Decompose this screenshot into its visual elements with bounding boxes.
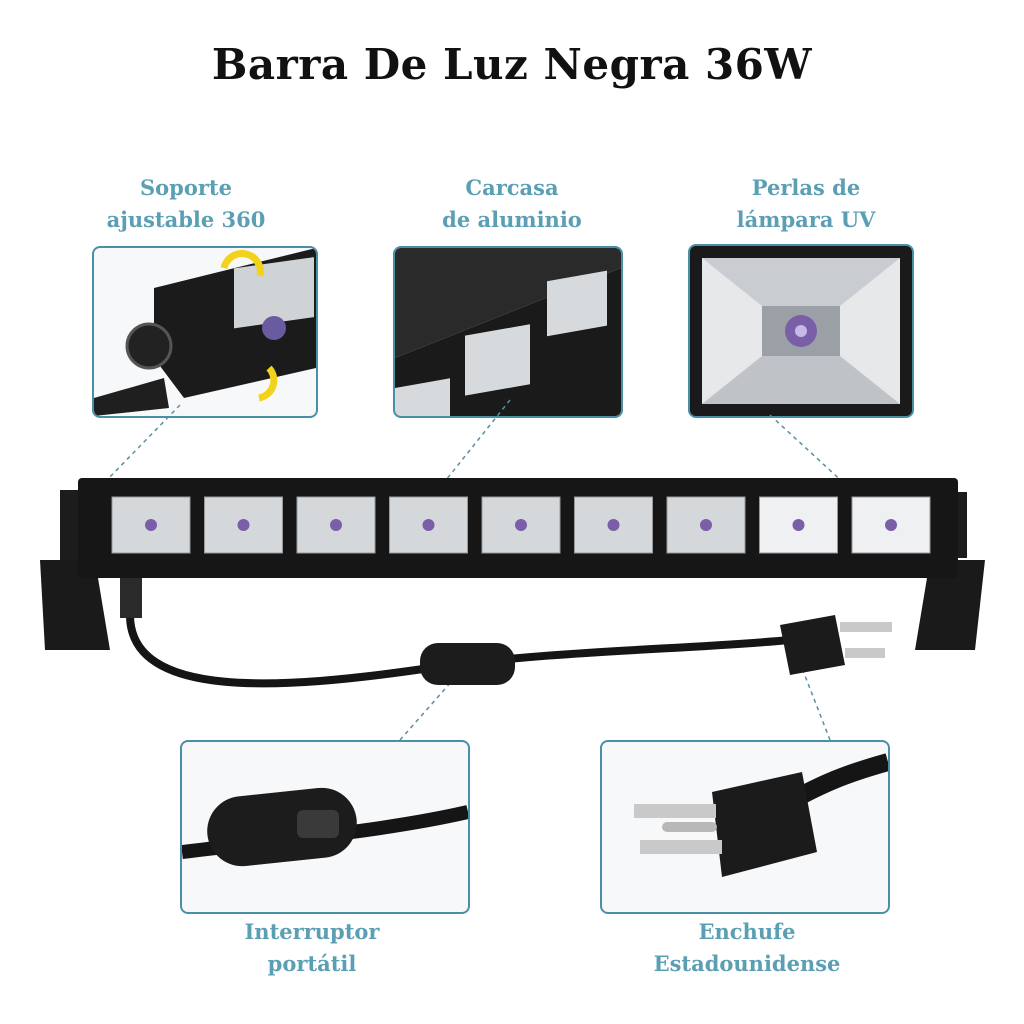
label-line: de aluminio (442, 207, 582, 232)
led-row (111, 496, 931, 554)
uv-led-bead (422, 519, 435, 531)
uv-led-bead (145, 519, 157, 531)
uv-led-bead (330, 519, 342, 531)
uv-led-bead (792, 519, 805, 531)
right-bracket (915, 560, 985, 650)
bracket-illustration (94, 248, 316, 416)
plug (780, 615, 845, 675)
inline-switch (420, 643, 515, 685)
feature-label-switch: Interruptor portátil (162, 916, 462, 980)
rocker-switch-icon (297, 810, 339, 838)
feature-label-bracket: Soporte ajustable 360 (36, 172, 336, 236)
label-line: Perlas de (751, 175, 861, 200)
page-title: Barra De Luz Negra 36W (211, 40, 813, 89)
uv-led-bead (607, 519, 620, 531)
led-cell (296, 496, 376, 554)
label-line: Soporte (140, 175, 232, 200)
label-line: ajustable 360 (106, 207, 266, 232)
led-cell (666, 496, 746, 554)
led-closeup (702, 258, 900, 404)
rotate-arrow-icon (258, 365, 278, 402)
beads-detail-image (688, 244, 914, 418)
housing-detail-image (393, 246, 623, 418)
uv-led-bead (515, 519, 527, 531)
uv-led-bead (237, 519, 250, 531)
feature-label-beads: Perlas de lámpara UV (656, 172, 956, 236)
rotate-arrow-icon (220, 250, 264, 277)
label-line: Carcasa (465, 175, 559, 200)
uv-led-bead (885, 519, 897, 531)
left-bracket (40, 560, 110, 650)
label-line: lámpara UV (736, 207, 876, 232)
label-line: Estadounidense (653, 951, 841, 976)
uv-led-bead (700, 519, 712, 531)
label-line: Enchufe (698, 919, 796, 944)
plug-detail-image (600, 740, 890, 914)
label-line: portátil (267, 951, 357, 976)
us-plug-icon (634, 753, 888, 877)
housing-illustration (395, 248, 621, 416)
switch-detail-image (180, 740, 470, 914)
bracket-detail-image (92, 246, 318, 418)
label-line: Interruptor (244, 919, 380, 944)
switch-illustration (182, 787, 468, 867)
feature-label-housing: Carcasa de aluminio (362, 172, 662, 236)
